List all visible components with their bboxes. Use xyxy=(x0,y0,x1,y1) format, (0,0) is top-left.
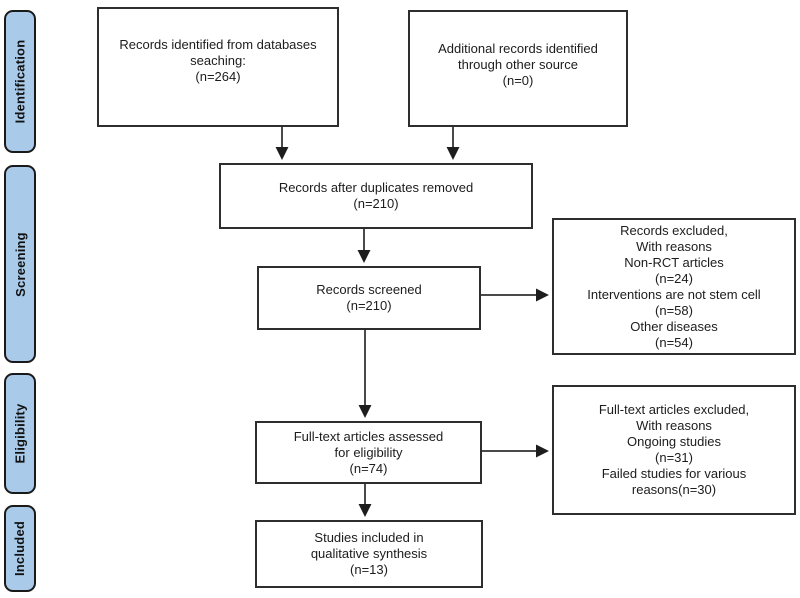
node-line: Failed studies for various xyxy=(601,466,747,481)
stage-label-identification: Identification xyxy=(4,10,36,153)
node-line: (n=74) xyxy=(349,460,388,476)
node-records-identified: Records identified from databases seachi… xyxy=(97,7,339,127)
node-line: Full-text articles excluded, xyxy=(598,402,750,417)
node-fulltext-excluded: Full-text articles excluded, With reason… xyxy=(552,385,796,515)
node-records-excluded: Records excluded, With reasons Non-RCT a… xyxy=(552,218,796,355)
node-fulltext-assessed: Full-text articles assessed for eligibil… xyxy=(255,421,482,484)
node-line: Full-text articles assessed xyxy=(293,428,444,444)
node-line: (n=0) xyxy=(502,72,534,88)
node-line: (n=54) xyxy=(655,334,693,350)
node-line: Non-RCT articles xyxy=(624,254,724,270)
stage-label-text: Screening xyxy=(12,231,28,297)
node-line: Other diseases xyxy=(630,318,718,334)
node-studies-included: Studies included in qualitative synthesi… xyxy=(255,520,483,588)
node-line: Records excluded, xyxy=(620,222,728,238)
node-duplicates-removed: Records after duplicates removed (n=210) xyxy=(219,163,533,229)
node-line: for eligibility xyxy=(334,444,403,460)
stage-label-text: Eligibility xyxy=(12,403,28,464)
stage-label-screening: Screening xyxy=(4,165,36,363)
node-line: Records after duplicates removed xyxy=(278,180,474,195)
node-line: qualitative synthesis xyxy=(310,546,428,561)
stage-label-eligibility: Eligibility xyxy=(4,373,36,494)
node-line: (n=31) xyxy=(655,450,693,465)
node-additional-records: Additional records identified through ot… xyxy=(408,10,628,127)
node-line: (n=210) xyxy=(346,298,392,313)
node-line: Records identified from databases xyxy=(119,37,317,52)
stage-label-text: Identification xyxy=(12,39,28,124)
node-line: (n=13) xyxy=(350,562,388,577)
node-line: through other source xyxy=(458,56,578,72)
stage-label-text: Included xyxy=(12,520,28,577)
node-line: Additional records identified xyxy=(438,40,598,56)
node-line: reasons(n=30) xyxy=(631,482,717,497)
node-line: (n=24) xyxy=(655,270,693,286)
node-line: With reasons xyxy=(636,418,712,433)
node-line: (n=210) xyxy=(353,196,399,211)
node-line: (n=58) xyxy=(655,302,693,318)
node-line: Records screened xyxy=(316,282,422,297)
node-line: seaching: xyxy=(190,53,246,68)
node-line: (n=264) xyxy=(195,69,241,84)
node-records-screened: Records screened (n=210) xyxy=(257,266,481,330)
node-line: Interventions are not stem cell xyxy=(587,286,761,302)
node-line: With reasons xyxy=(636,238,712,254)
node-line: Ongoing studies xyxy=(627,434,721,449)
stage-label-included: Included xyxy=(4,505,36,592)
node-line: Studies included in xyxy=(314,530,424,545)
